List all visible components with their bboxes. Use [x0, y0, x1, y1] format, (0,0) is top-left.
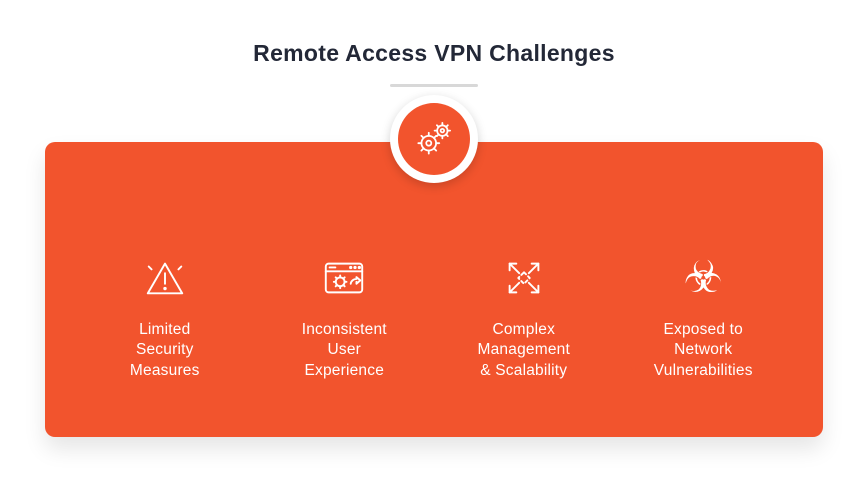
biohazard-icon: ☣	[684, 254, 723, 302]
challenge-label: Inconsistent User Experience	[301, 321, 387, 379]
challenge-label: Exposed to Network Vulnerabilities	[653, 321, 753, 379]
title-divider	[390, 84, 478, 87]
browser-gear-icon	[321, 254, 367, 302]
challenge-label: Complex Management & Scalability	[477, 321, 570, 379]
challenge-item-limited-security: Limited Security Measures	[75, 254, 255, 381]
warning-triangle-icon	[142, 254, 188, 302]
expand-arrows-icon	[501, 254, 547, 302]
biohazard-glyph: ☣	[683, 252, 723, 303]
header-badge	[390, 95, 478, 183]
page-title: Remote Access VPN Challenges	[253, 40, 615, 66]
challenge-label: Limited Security Measures	[129, 321, 200, 379]
gears-icon	[411, 116, 457, 162]
challenges-row: Limited Security Measures	[45, 254, 823, 381]
challenges-panel: Limited Security Measures	[45, 142, 823, 437]
challenge-item-complex-management: Complex Management & Scalability	[434, 254, 614, 381]
challenge-item-network-vulnerabilities: ☣ Exposed to Network Vulnerabilities	[614, 254, 794, 381]
header-badge-circle	[398, 103, 470, 175]
challenge-item-inconsistent-ux: Inconsistent User Experience	[255, 254, 435, 381]
